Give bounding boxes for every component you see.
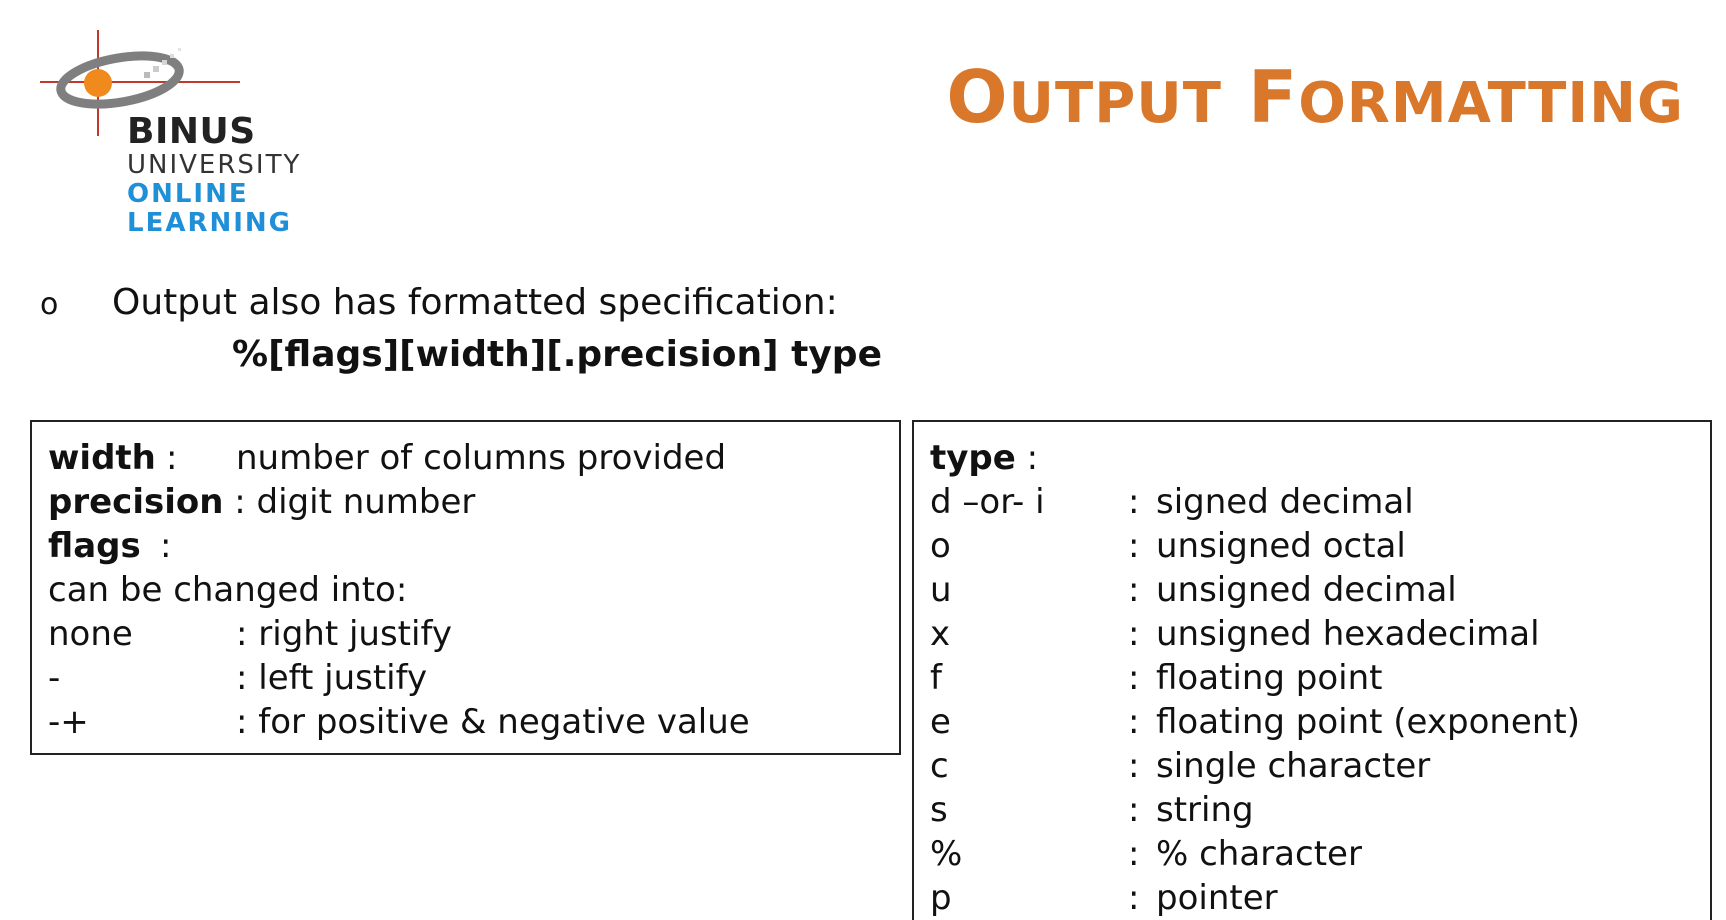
flags-separator: : [160,526,172,566]
type-code: e [930,702,951,742]
type-description: signed decimal [1156,482,1414,522]
type-separator: : [1128,834,1140,874]
precision-label: precision [48,482,224,522]
type-label: type [930,438,1016,478]
flag-row: none : right justify [48,612,883,656]
width-description: number of columns provided [236,438,727,478]
type-description: string [1156,790,1254,830]
flag-name: -+ [48,702,89,742]
type-description: pointer [1156,878,1278,918]
type-description: unsigned hexadecimal [1156,614,1540,654]
logo-binus-text: BINUS [127,111,256,152]
changed-into-text: can be changed into: [48,570,408,610]
type-description: unsigned decimal [1156,570,1457,610]
type-code: c [930,746,949,786]
flag-description: : right justify [236,614,452,654]
title-rest-formatting: ORMATTING [1298,71,1684,136]
type-row: s: string [930,788,1694,832]
type-separator: : [1026,438,1039,478]
flag-description: : left justify [236,658,428,698]
type-description: unsigned octal [1156,526,1406,566]
type-code: o [930,526,951,566]
type-separator: : [1128,658,1140,698]
width-precision-flags-box: width : number of columns provided preci… [30,420,901,755]
intro-bullet: o Output also has formatted specification… [40,282,838,323]
type-code: d –or- i [930,482,1045,522]
type-row: f: floating point [930,656,1694,700]
type-description: % character [1156,834,1362,874]
type-code: s [930,790,948,830]
type-separator: : [1128,878,1140,918]
flag-description: : for positive & negative value [236,702,750,742]
precision-description: : digit number [234,482,476,522]
flag-name: - [48,658,61,698]
type-row: c: single character [930,744,1694,788]
logo-university-text: UNIVERSITY [127,150,302,180]
type-description: single character [1156,746,1431,786]
type-code: x [930,614,951,654]
precision-row: precision : digit number [48,480,883,524]
type-code: f [930,658,942,698]
type-separator: : [1128,746,1140,786]
binus-logo: BINUS UNIVERSITY ONLINE LEARNING [40,28,330,248]
type-code: p [930,878,952,918]
type-separator: : [1128,570,1140,610]
type-separator: : [1128,482,1140,522]
width-separator: : [166,438,178,478]
bullet-circle-icon: o [40,287,59,322]
title-initial-o: O [946,55,1009,139]
type-description: floating point (exponent) [1156,702,1580,742]
width-label: width [48,438,156,478]
type-box: type : d –or- i: signed decimal o: unsigned… [912,420,1712,920]
type-separator: : [1128,526,1140,566]
flags-row: flags : [48,524,883,568]
format-syntax: %[flags][width][.precision] type [232,334,882,375]
slide-title: OUTPUT FORMATTING [946,55,1684,139]
logo-learning-text: LEARNING [127,208,293,238]
flag-row: -+ : for positive & negative value [48,700,883,744]
logo-online-text: ONLINE [127,179,249,209]
type-code: u [930,570,952,610]
type-separator: : [1128,790,1140,830]
intro-text: Output also has formatted specification: [112,282,838,323]
type-row: x: unsigned hexadecimal [930,612,1694,656]
type-row: %: % character [930,832,1694,876]
type-row: u: unsigned decimal [930,568,1694,612]
type-separator: : [1128,702,1140,742]
type-separator: : [1128,614,1140,654]
width-row: width : number of columns provided [48,436,883,480]
flags-label: flags [48,526,141,566]
logo-crosshair-icon [40,30,240,136]
title-rest-output: UTPUT [1008,71,1222,136]
flag-row: - : left justify [48,656,883,700]
flag-name: none [48,614,133,654]
type-row: o: unsigned octal [930,524,1694,568]
title-initial-f: F [1248,55,1299,139]
type-code: % [930,834,963,874]
type-row: e: floating point (exponent) [930,700,1694,744]
type-row: d –or- i: signed decimal [930,480,1694,524]
type-row: p: pointer [930,876,1694,920]
type-header-row: type : [930,436,1694,480]
type-description: floating point [1156,658,1383,698]
